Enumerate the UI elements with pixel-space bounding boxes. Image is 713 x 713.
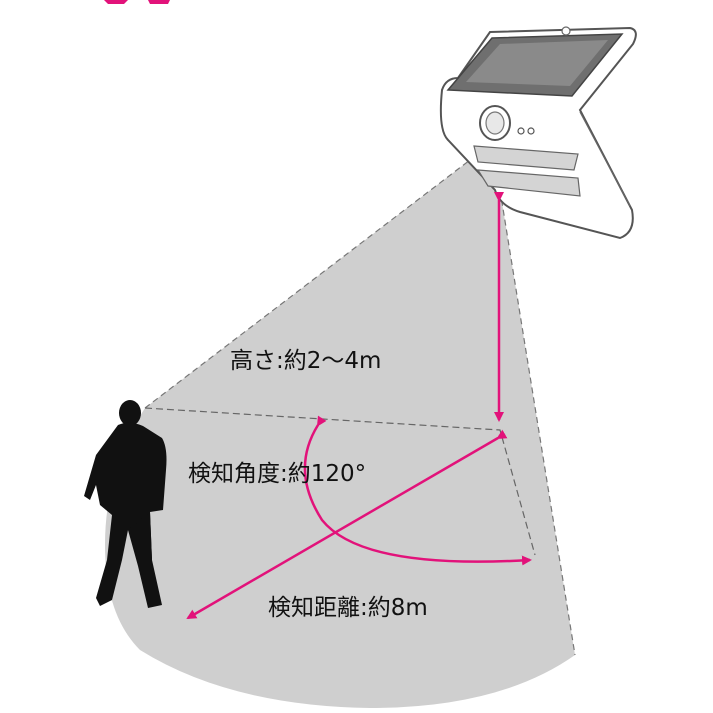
angle-arc-arrow (303, 415, 532, 566)
distance-label: 検知距離:約8m (268, 595, 428, 621)
zone-edge-left (144, 159, 471, 409)
walking-person-icon (84, 400, 167, 608)
detection-zone (105, 160, 575, 708)
height-label: 高さ:約2〜4m (230, 348, 381, 374)
angle-label: 検知角度:約120° (188, 461, 366, 487)
zone-edge-right (499, 189, 576, 656)
top-fragment (104, 0, 170, 4)
solar-motion-sensor-light-icon (439, 26, 637, 240)
